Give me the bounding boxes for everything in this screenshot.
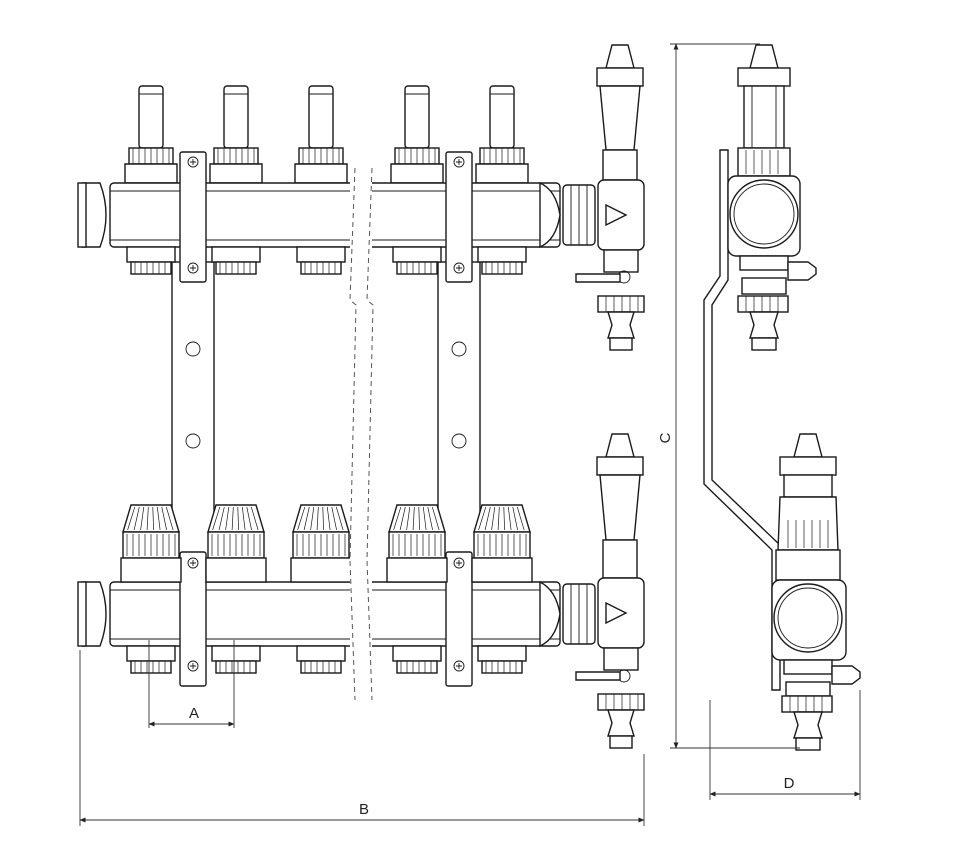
flow-meters (124, 85, 529, 184)
valve-cap (386, 504, 448, 583)
lower-manifold-bar (77, 580, 596, 648)
valve-cap (120, 504, 182, 583)
wall-bracket-profile (703, 149, 781, 691)
upper-side-assembly (727, 44, 817, 351)
outlet (296, 645, 346, 674)
bracket-clamps (179, 151, 473, 687)
outlet (477, 246, 527, 275)
dimension-label-b: B (359, 801, 369, 818)
dimension-label-c: C (657, 432, 674, 443)
lower-side-assembly (771, 433, 861, 751)
outlet (211, 645, 261, 674)
lower-fill-valve-assembly (575, 433, 645, 749)
flow-meter (209, 85, 263, 184)
flow-meter (124, 85, 178, 184)
outlet (126, 645, 176, 674)
upper-fill-valve-assembly (575, 44, 645, 351)
outlet-connectors (126, 246, 527, 674)
thermostatic-valve-caps (120, 504, 533, 583)
valve-cap (471, 504, 533, 583)
dimension-label-d: D (784, 775, 795, 792)
dimension-label-a: A (189, 705, 199, 722)
front-view (77, 44, 645, 749)
dimensions: A B C D (79, 43, 861, 826)
upper-manifold-bar (77, 181, 596, 249)
outlet (392, 645, 442, 674)
left-bracket (171, 261, 215, 583)
side-view (703, 44, 861, 751)
flow-meter (294, 85, 348, 184)
flow-meter (390, 85, 444, 184)
outlet (477, 645, 527, 674)
valve-cap (290, 504, 352, 583)
valve-cap (205, 504, 267, 583)
outlet (392, 246, 442, 275)
outlet (211, 246, 261, 275)
outlet (296, 246, 346, 275)
flow-meter (475, 85, 529, 184)
break-gap (349, 150, 374, 701)
outlet (126, 246, 176, 275)
